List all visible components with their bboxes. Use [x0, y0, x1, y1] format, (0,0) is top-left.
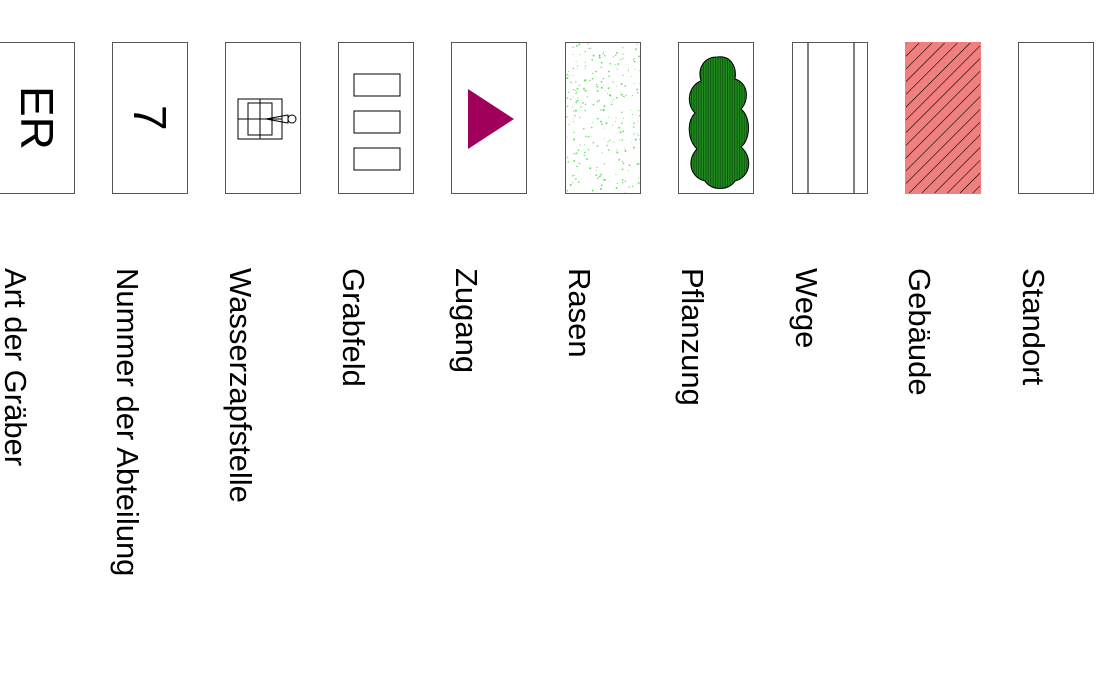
legend-item-gebaeude: Gebäude: [898, 268, 938, 679]
legend-item-nummer-der-abteilung: Nummer der Abteilung: [106, 268, 146, 679]
legend-symbol-wasserzapfstelle: [225, 42, 301, 194]
legend-item-standort: Standort: [1012, 268, 1052, 679]
grave-field-icon: [353, 73, 401, 171]
legend-label-rasen: Rasen: [562, 268, 597, 358]
legend-label-art-der-graeber: Art der Gräber: [0, 268, 33, 467]
legend-item-art-der-graeber: Art der Gräber: [0, 268, 34, 679]
legend-label-wege: Wege: [789, 268, 824, 349]
legend-item-grabfeld: Grabfeld: [332, 268, 372, 679]
legend-symbol-standort: [1018, 42, 1094, 194]
legend-symbol-pflanzung: [678, 42, 754, 194]
legend-label-nummer-der-abteilung: Nummer der Abteilung: [110, 268, 145, 577]
planting-bush-icon: [688, 56, 750, 189]
legend-label-wasserzapfstelle: Wasserzapfstelle: [223, 268, 258, 503]
path-lines-icon: [807, 43, 855, 193]
legend-item-rasen: Rasen: [558, 268, 598, 679]
water-tap-icon: [237, 98, 297, 140]
symbol-text-7: 7: [124, 105, 176, 131]
legend-symbol-rasen: [565, 42, 641, 194]
location-blank-icon: [1019, 43, 1094, 194]
lawn-pattern-icon: [566, 43, 640, 193]
legend-item-pflanzung: Pflanzung: [671, 268, 711, 679]
legend-label-gebaeude: Gebäude: [902, 268, 937, 396]
legend-symbol-zugang: [451, 42, 527, 194]
legend-item-zugang: Zugang: [445, 268, 485, 679]
legend-item-wege: Wege: [785, 268, 825, 679]
legend-symbol-nummer-der-abteilung: 7: [112, 42, 188, 194]
legend-symbol-grabfeld: [338, 42, 414, 194]
legend-label-zugang: Zugang: [449, 268, 484, 374]
access-triangle-icon: [468, 89, 514, 149]
legend-item-wasserzapfstelle: Wasserzapfstelle: [219, 268, 259, 679]
symbol-text-er: ER: [11, 86, 63, 150]
legend-symbol-gebaeude: [905, 42, 981, 194]
legend-symbol-art-der-graeber: ER: [0, 42, 75, 194]
legend-label-standort: Standort: [1016, 268, 1051, 386]
legend-symbol-wege: [792, 42, 868, 194]
legend-label-pflanzung: Pflanzung: [675, 268, 710, 406]
legend-label-grabfeld: Grabfeld: [336, 268, 371, 387]
building-hatch-icon: [906, 43, 980, 193]
